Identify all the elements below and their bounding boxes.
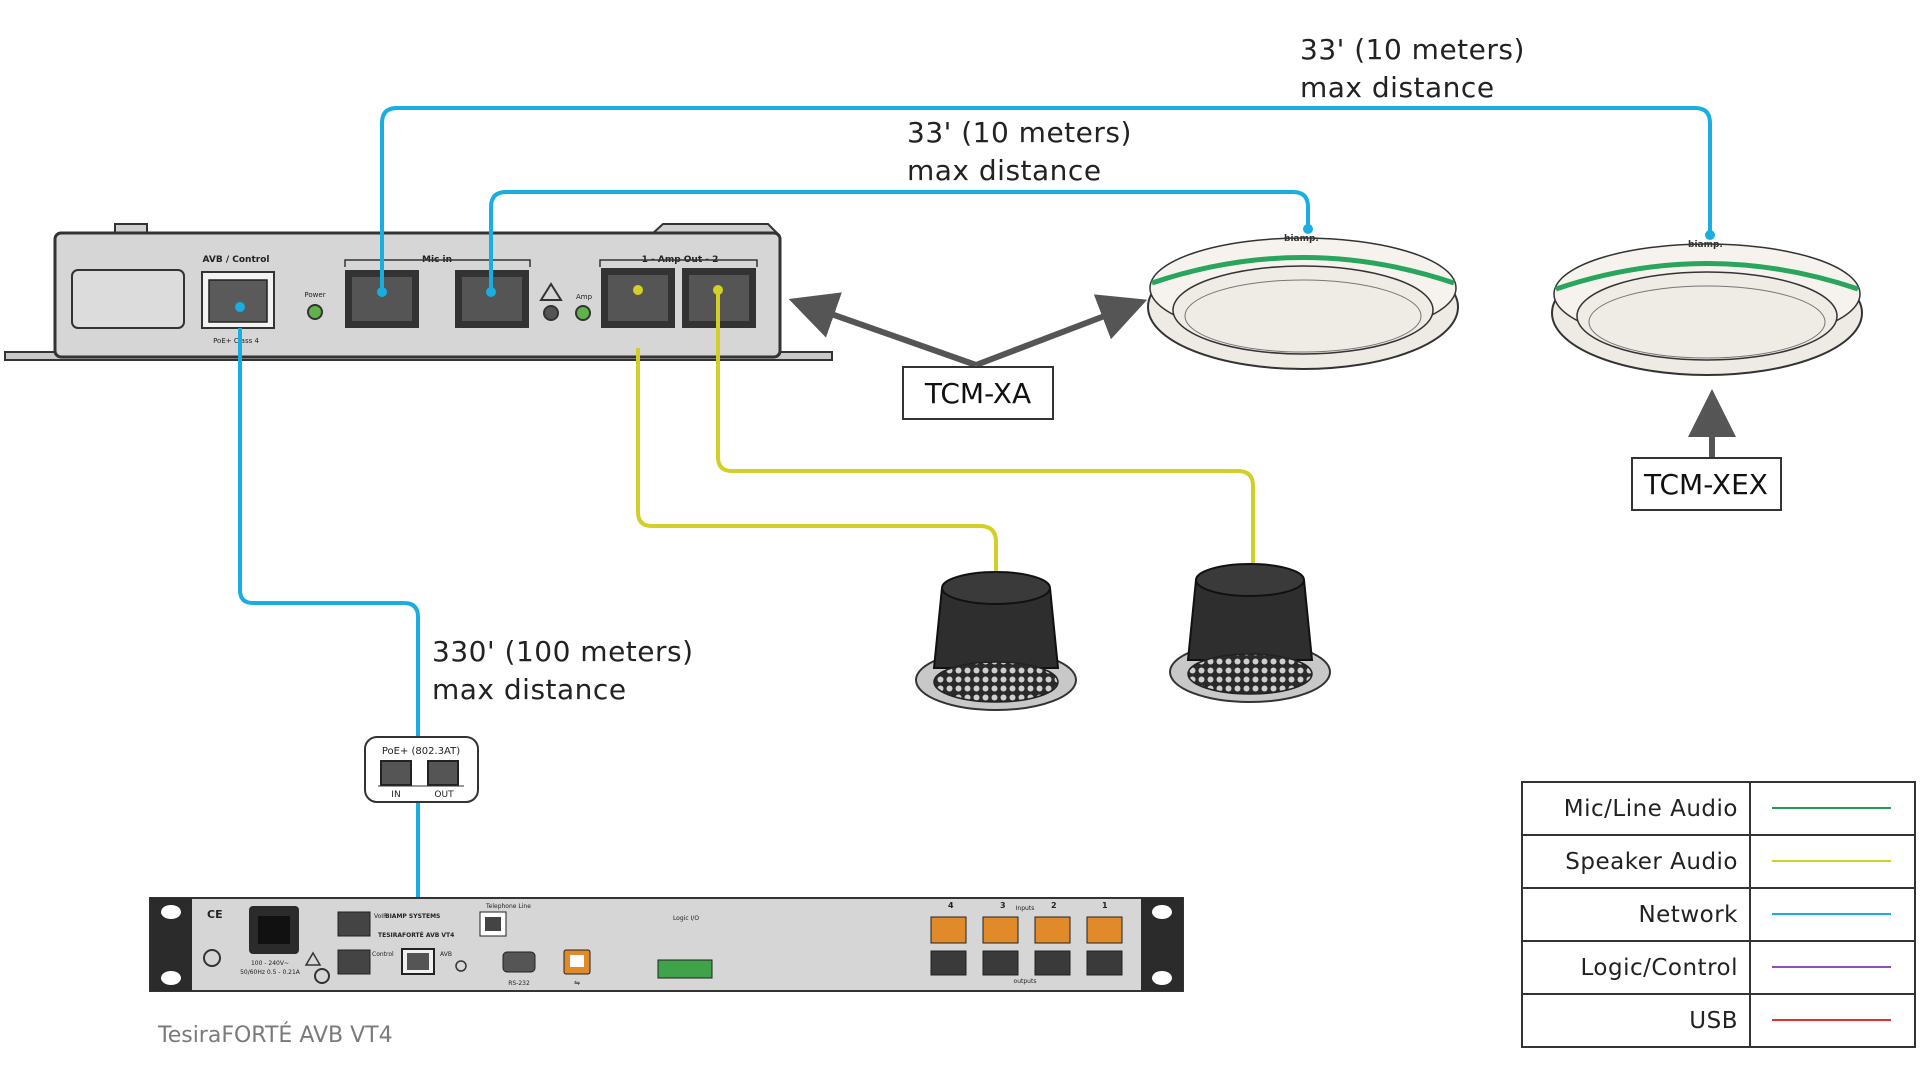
cable-dot: [235, 302, 245, 312]
amp-led-2: [575, 305, 591, 321]
tcm-xex-label: TCM-XEX: [1643, 468, 1768, 501]
model-label: TESIRAFORTÉ AVB VT4: [378, 931, 454, 939]
rack-hole: [1152, 971, 1172, 985]
rack-hole: [161, 971, 181, 985]
poe-injector: PoE+ (802.3AT) IN OUT: [364, 736, 479, 803]
legend-row: Logic/Control: [1521, 940, 1916, 995]
control-port[interactable]: [337, 949, 371, 975]
ce-mark: CE: [207, 908, 223, 921]
outputs-label: outputs: [1014, 978, 1037, 985]
poe-out-port[interactable]: [427, 760, 459, 786]
voip-port[interactable]: [337, 911, 371, 937]
speaker-cable-2: [716, 290, 1255, 590]
tcm-xex-microphone: biamp.: [1551, 240, 1863, 376]
avb-control-label: AVB / Control: [203, 255, 270, 265]
logic-io-label: Logic I/O: [673, 915, 699, 922]
legend-label: Mic/Line Audio: [1564, 796, 1738, 822]
screw-icon: [455, 960, 467, 972]
top-distance-line1: 33' (10 meters): [1300, 33, 1525, 66]
power-label: Power: [304, 291, 325, 299]
legend-label: Logic/Control: [1580, 955, 1738, 981]
input-connectors[interactable]: [930, 916, 1123, 944]
poe-class-label: PoE+ Class 4: [213, 337, 259, 345]
rs232-port[interactable]: [502, 951, 536, 973]
rs232-label: RS-232: [508, 980, 530, 987]
poe-injector-title: PoE+ (802.3AT): [382, 746, 460, 757]
cable-dot: [486, 287, 496, 297]
brand-label: BIAMP SYSTEMS: [385, 913, 440, 920]
poe-out-label: OUT: [434, 790, 454, 800]
tcm-xa-callout: TCM-XA: [788, 292, 1148, 420]
tesiraforte-avb-vt4: CE 100 - 240V~ 50/60Hz 0.5 - 0.21A VoIP …: [149, 897, 1184, 992]
poe-in-port[interactable]: [380, 760, 412, 786]
usb-icon: ⇋: [574, 979, 580, 987]
legend-row: Network: [1521, 887, 1916, 942]
telephone-label: Telephone Line: [485, 903, 531, 910]
tcm-xex-callout: TCM-XEX: [1631, 389, 1782, 511]
legend-label: Speaker Audio: [1565, 849, 1738, 875]
rack-hole: [161, 905, 181, 919]
channel-2-label: 2: [1051, 901, 1057, 910]
cables: [238, 106, 1712, 960]
voip-label: VoIP: [374, 913, 387, 920]
freq-label: 50/60Hz 0.5 - 0.21A: [240, 969, 301, 976]
output-connectors[interactable]: [930, 950, 1123, 976]
ground-icon: [539, 282, 563, 301]
ceiling-speaker-2: [1169, 563, 1331, 703]
speaker-cable-1: [636, 348, 998, 600]
ceiling-speaker-1: [915, 571, 1077, 711]
avb-label: AVB: [440, 951, 452, 958]
channel-1-label: 1: [1102, 901, 1108, 910]
legend-row: Mic/Line Audio: [1521, 781, 1916, 836]
ground-screw-icon: [314, 968, 330, 984]
cable-dot: [377, 287, 387, 297]
avb-control-port[interactable]: [201, 271, 275, 329]
control-label: Control: [372, 951, 394, 958]
poe-in-label: IN: [391, 790, 400, 800]
inputs-label: Inputs: [1016, 905, 1035, 912]
network-cable-to-tcm-xa: [489, 190, 1310, 292]
vt4-caption: TesiraFORTÉ AVB VT4: [157, 1022, 393, 1048]
legend-label-cell: [1521, 940, 1751, 995]
cable-dot: [1303, 224, 1313, 234]
tcm-xa-label: TCM-XA: [924, 377, 1031, 410]
amp-led-1: [543, 305, 559, 321]
legend-label-cell: [1521, 781, 1751, 836]
warning-icon: [304, 951, 322, 966]
tcm-xex-logo: biamp.: [1688, 240, 1723, 250]
cable-dot: [713, 285, 723, 295]
legend-label-cell: [1521, 887, 1751, 942]
logic-io-connector[interactable]: [657, 959, 713, 979]
rack-hole: [1152, 905, 1172, 919]
ground-icon: [203, 949, 221, 967]
amp-label: Amp: [576, 293, 593, 301]
legend-label: USB: [1689, 1008, 1738, 1034]
cable-dot: [633, 285, 643, 295]
top-distance-line2: max distance: [1300, 71, 1495, 104]
voltage-label: 100 - 240V~: [251, 960, 289, 967]
poe-distance-line2: max distance: [432, 673, 627, 706]
middle-distance-line2: max distance: [907, 154, 1102, 187]
channel-3-label: 3: [1000, 901, 1006, 910]
network-cable-to-tcm-xex: [380, 106, 1712, 290]
legend-row: USB: [1521, 993, 1916, 1048]
ex-amp-device: AVB / Control PoE+ Class 4 Power Mic in …: [4, 223, 833, 361]
amp-out-port-1[interactable]: [601, 268, 675, 328]
legend-row: Speaker Audio: [1521, 834, 1916, 889]
network-cable-to-vt4: [238, 328, 420, 960]
poe-distance-line1: 330' (100 meters): [432, 635, 694, 668]
legend-label: Network: [1638, 902, 1738, 928]
tcm-xa-microphone: biamp.: [1147, 234, 1459, 370]
cable-dot: [1705, 230, 1715, 240]
tcm-xa-logo: biamp.: [1284, 234, 1319, 244]
middle-distance-line1: 33' (10 meters): [907, 116, 1132, 149]
channel-4-label: 4: [948, 901, 954, 910]
power-led: [307, 304, 323, 320]
